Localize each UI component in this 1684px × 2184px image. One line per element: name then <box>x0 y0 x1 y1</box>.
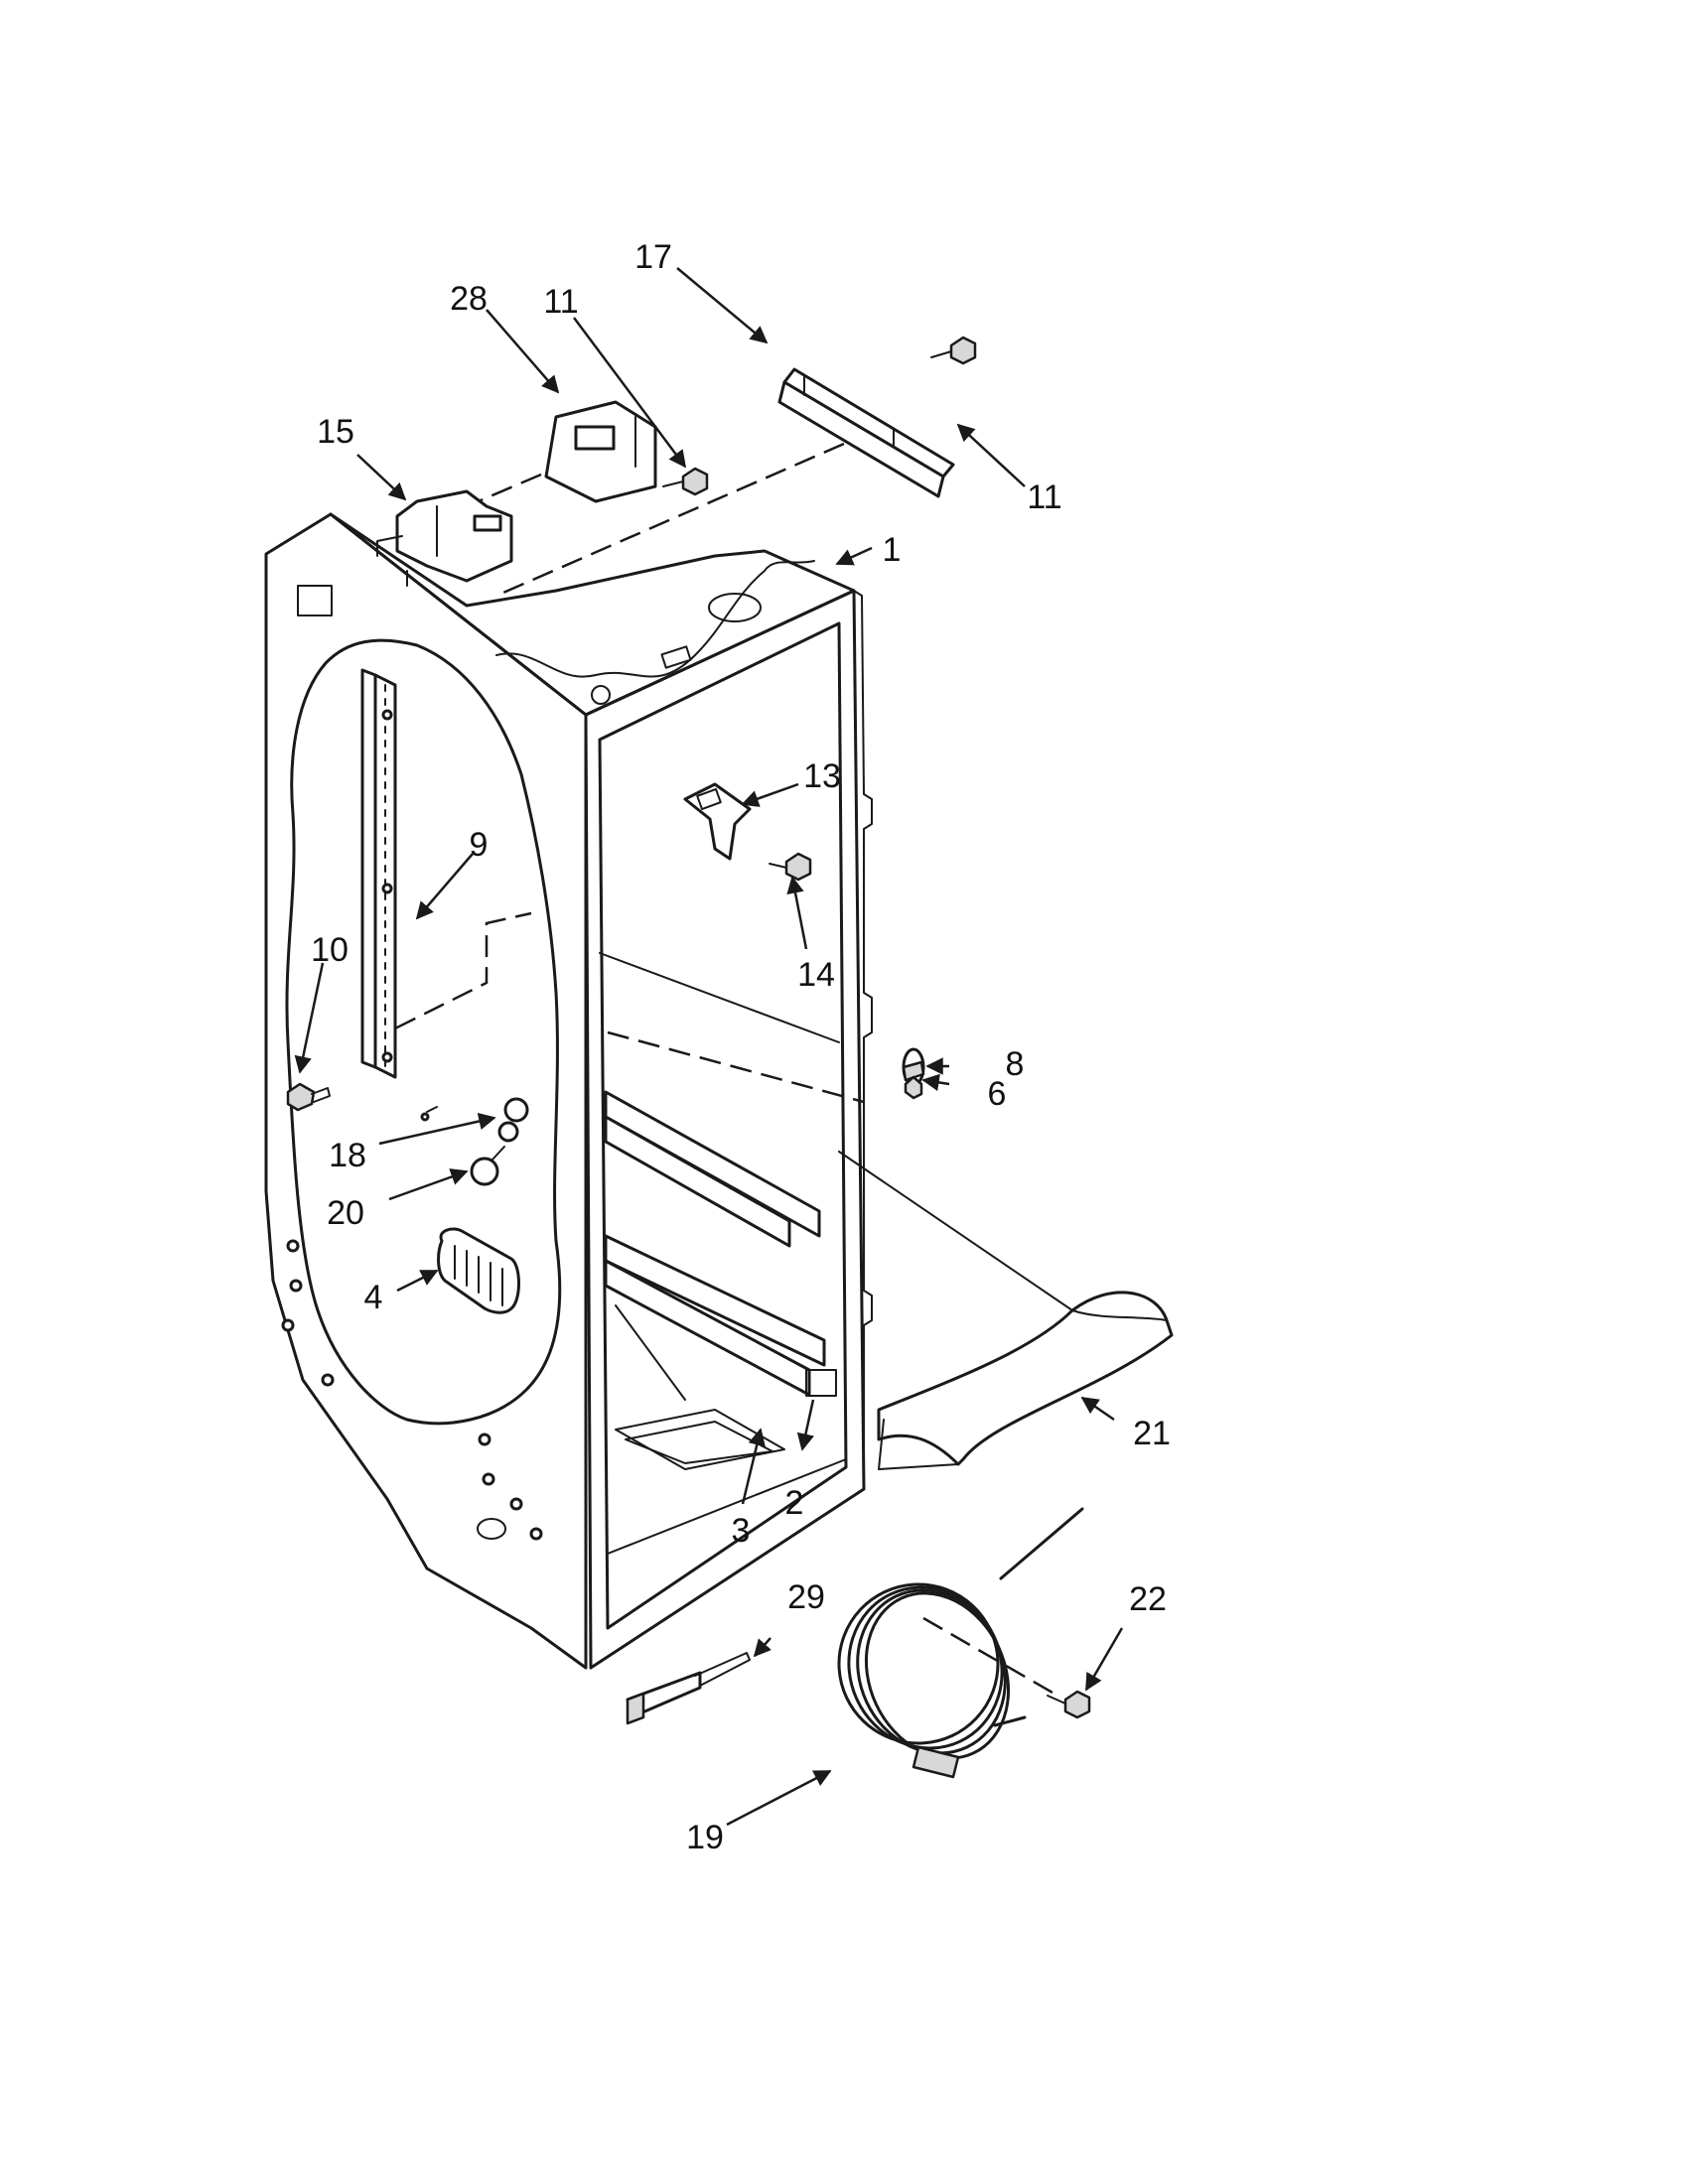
callout-11-upper: 11 <box>543 283 578 321</box>
callout-22: 22 <box>1129 1580 1167 1618</box>
bracket-28 <box>544 400 657 503</box>
callout-18: 18 <box>329 1137 366 1174</box>
screw-11-right <box>930 336 977 365</box>
water-tube-coil-19 <box>837 1507 1084 1779</box>
air-grille-4 <box>437 1227 520 1314</box>
callout-6: 6 <box>988 1075 1007 1113</box>
callout-21: 21 <box>1133 1415 1171 1452</box>
screw-22 <box>922 1616 1091 1719</box>
rail-cover-21 <box>877 1291 1174 1470</box>
callout-13: 13 <box>803 757 841 795</box>
control-housing-15 <box>376 489 513 587</box>
callout-9: 9 <box>470 826 489 864</box>
callout-15: 15 <box>317 413 354 451</box>
light-bulb-20 <box>470 1146 505 1186</box>
cable-tie-29 <box>626 1652 751 1725</box>
callout-1: 1 <box>883 531 902 569</box>
callout-20: 20 <box>327 1194 364 1232</box>
screw-11-left <box>662 467 709 496</box>
leader-lines <box>294 267 1124 1827</box>
callout-19: 19 <box>686 1819 724 1856</box>
callout-11-lower: 11 <box>1027 478 1061 516</box>
callout-3: 3 <box>732 1512 751 1550</box>
top-trim-17 <box>777 367 955 498</box>
vertical-shelf-rail <box>360 668 397 1079</box>
bracket-13 <box>683 782 752 861</box>
callout-4: 4 <box>364 1279 383 1316</box>
callout-8: 8 <box>1006 1045 1025 1083</box>
callout-17: 17 <box>634 238 672 276</box>
screw-14 <box>769 852 812 882</box>
light-socket-18 <box>420 1097 529 1143</box>
screw-10 <box>286 1082 331 1112</box>
hinge-screw-6 <box>902 1060 925 1100</box>
callout-29: 29 <box>787 1578 825 1616</box>
callout-10: 10 <box>311 931 349 969</box>
callout-28: 28 <box>450 280 488 318</box>
cabinet-liner <box>264 442 1073 1670</box>
callout-14: 14 <box>797 956 835 994</box>
callout-2: 2 <box>785 1484 804 1522</box>
